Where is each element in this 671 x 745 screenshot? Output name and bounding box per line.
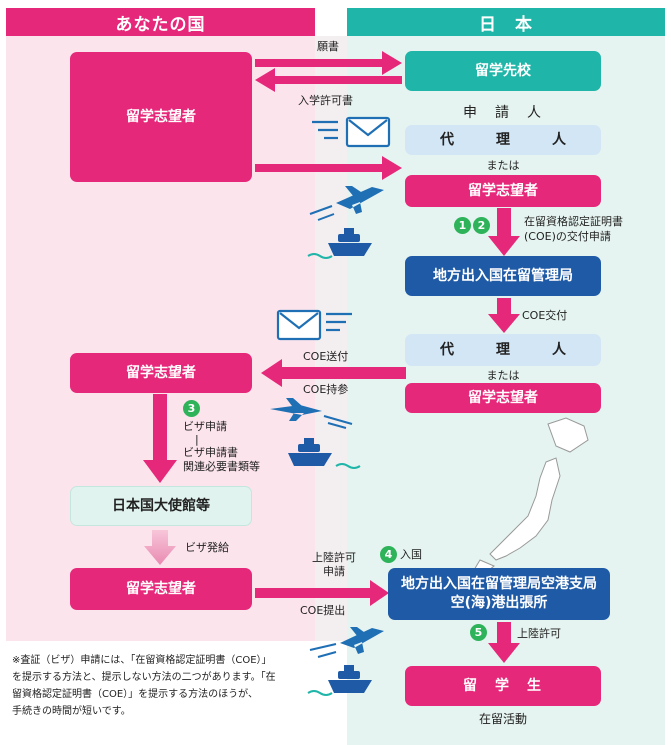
footnote-line-2: を提示する方法と、提示しない方法の二つがあります。「在 <box>12 672 276 683</box>
header-japan: 日 本 <box>347 8 665 36</box>
step-4-badge: 4 <box>380 546 397 563</box>
airplane-icon-2 <box>270 398 353 429</box>
label-landing-apply-2: 申請 <box>323 565 345 578</box>
airport-branch-line2: 空(海)港出張所 <box>450 595 548 611</box>
footnote-line-4: 手続きの時間が短いです。 <box>12 706 131 717</box>
step-5-badge: 5 <box>470 624 487 641</box>
label-visa-issue: ビザ発給 <box>185 541 229 554</box>
arrow-down-bureau <box>488 208 520 256</box>
immigration-bureau-box: 地方出入国在留管理局 <box>405 256 601 296</box>
arrow-admission-permit <box>255 68 402 92</box>
label-coe-send: COE送付 <box>303 350 349 363</box>
footnote-line-3: 留資格認定証明書（COE）」を提示する方法のほうが、 <box>12 689 258 700</box>
label-visa-docs-1: ビザ申請書 <box>183 446 238 459</box>
label-entry: 入国 <box>400 548 422 561</box>
residence-activity-label: 在留活動 <box>478 712 527 726</box>
label-landing-apply-1: 上陸許可 <box>312 551 356 564</box>
or-label-1: または <box>486 159 520 172</box>
airport-branch-line1: 地方出入国在留管理局空港支局 <box>401 576 597 593</box>
applicant-home: 留学志望者 <box>70 52 252 182</box>
applicant-japan-mid: 留学志望者 <box>405 383 601 413</box>
arrow-visa-apply <box>143 394 177 483</box>
ship-icon-3 <box>307 665 372 696</box>
student-box: 留 学 生 <box>405 666 601 706</box>
or-label-2: または <box>486 369 520 382</box>
label-application: 願書 <box>317 40 339 53</box>
school-box: 留学先校 <box>405 51 601 91</box>
ship-icon <box>307 228 372 259</box>
label-visa-dash: | <box>195 433 199 446</box>
header-your-country: あなたの国 <box>6 8 315 36</box>
step-1-badge: 1 <box>454 217 471 234</box>
ship-icon-2 <box>288 438 361 469</box>
applicant-home-bottom: 留学志望者 <box>70 568 252 610</box>
footnote-line-1: ※査証（ビザ）申請には、「在留資格認定証明書（COE）」 <box>12 655 272 666</box>
step-3-badge: 3 <box>183 400 200 417</box>
footnote: ※査証（ビザ）申請には、「在留資格認定証明書（COE）」 を提示する方法と、提示… <box>12 652 276 720</box>
applicant-home-mid: 留学志望者 <box>70 353 252 393</box>
embassy-box: 日本国大使館等 <box>70 486 252 526</box>
agent-box-mid: 代 理 人 <box>405 334 601 366</box>
arrow-application <box>255 51 402 75</box>
arrow-visa-issue <box>144 530 176 565</box>
label-coe-apply-1: 在留資格認定証明書 <box>524 215 623 228</box>
agent-box-top: 代 理 人 <box>405 125 601 155</box>
step-2-badge: 2 <box>473 217 490 234</box>
label-coe-bring: COE持参 <box>303 383 349 396</box>
airport-branch-box: 地方出入国在留管理局空港支局 空(海)港出張所 <box>388 568 610 620</box>
applicant-japan-top: 留学志望者 <box>405 175 601 207</box>
airplane-icon <box>309 186 384 221</box>
arrow-landing-permit <box>488 622 520 663</box>
label-admission-permit: 入学許可書 <box>298 94 353 107</box>
label-visa-docs-2: 関連必要書類等 <box>183 460 260 473</box>
arrow-landing-apply <box>255 580 389 606</box>
label-coe-apply-2: (COE)の交付申請 <box>524 230 611 243</box>
envelope-icon-2 <box>276 309 352 341</box>
applicant-label: 申 請 人 <box>463 104 543 121</box>
arrow-coe-issue <box>488 298 520 333</box>
arrow-coe-send <box>261 359 406 387</box>
airplane-icon-3 <box>309 627 384 658</box>
label-coe-submit: COE提出 <box>300 604 346 617</box>
label-coe-issue: COE交付 <box>522 309 568 322</box>
arrow-to-applicant-jp <box>255 156 402 180</box>
label-visa-apply: ビザ申請 <box>183 420 227 433</box>
label-landing-permit: 上陸許可 <box>517 627 561 640</box>
envelope-icon <box>312 116 391 148</box>
